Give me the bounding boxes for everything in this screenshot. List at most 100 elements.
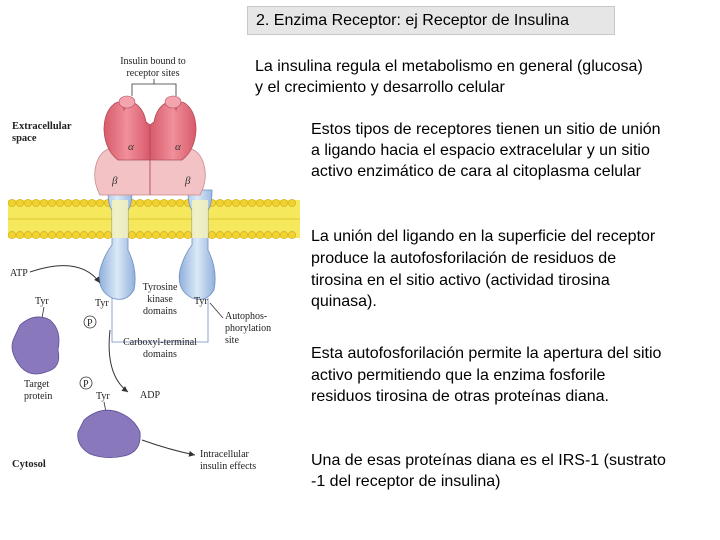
lipid-head (88, 231, 96, 239)
label-tyr-left: Tyr (95, 298, 109, 309)
lipid-head (152, 231, 160, 239)
lipid-head (240, 231, 248, 239)
lipid-head (256, 199, 264, 207)
lipid-head (96, 199, 104, 207)
label-autophos-3: site (225, 335, 239, 346)
label-insulin-bound-1: Insulin bound to (120, 56, 186, 67)
lipid-head (136, 199, 144, 207)
lipid-head (280, 199, 288, 207)
lipid-head (80, 199, 88, 207)
label-target-2: protein (24, 391, 52, 402)
lipid-head (56, 231, 64, 239)
adp-arrow (108, 329, 129, 393)
label-cytosol: Cytosol (12, 459, 46, 470)
intro-line-1: La insulina regula el metabolismo en gen… (255, 58, 643, 75)
label-ct-1: Carboxyl-terminal (123, 337, 197, 348)
lipid-head (176, 199, 184, 207)
lipid-head (288, 231, 296, 239)
label-p-1: P (87, 318, 93, 329)
lipid-head (64, 199, 72, 207)
lipid-head (232, 231, 240, 239)
lipid-head (288, 199, 296, 207)
insulin-bracket (131, 79, 177, 96)
bullet-3-line-3: residuos tirosina de otras proteínas dia… (311, 388, 609, 405)
lipid-head (48, 199, 56, 207)
lipid-head (216, 199, 224, 207)
receptor-ectodomain (94, 95, 206, 196)
slide-title: 2. Enzima Receptor: ej Receptor de Insul… (247, 6, 615, 35)
bullet-3-line-2: activo permitiendo que la enzima fosfori… (311, 367, 606, 384)
bullet-3-line-1: Esta autofosforilación permite la apertu… (311, 345, 662, 362)
label-beta-left: β (111, 175, 118, 187)
cell-membrane (8, 199, 300, 239)
lipid-head (48, 231, 56, 239)
label-tk-1: Tyrosine (143, 282, 178, 293)
bullet-2-line-3: tirosina en el sitio activo (actividad t… (311, 272, 610, 289)
lipid-head (216, 231, 224, 239)
lipid-head (176, 231, 184, 239)
lipid-head (16, 231, 24, 239)
lipid-head (152, 199, 160, 207)
lipid-head (40, 199, 48, 207)
label-adp: ADP (140, 390, 160, 401)
bullet-1-line-3: activo enzimático de cara al citoplasma … (311, 163, 641, 180)
lipid-head (248, 199, 256, 207)
lipid-head (280, 231, 288, 239)
lipid-head (104, 231, 112, 239)
lipid-head (184, 231, 192, 239)
label-extracellular-1: Extracellular (12, 121, 72, 132)
label-atp: ATP (10, 268, 28, 279)
lipid-head (256, 231, 264, 239)
lipid-head (88, 199, 96, 207)
bullet-2-line-4: quinasa). (311, 293, 377, 310)
lipid-head (24, 199, 32, 207)
bullet-4-line-1: Una de esas proteínas diana es el IRS-1 … (311, 452, 666, 469)
lipid-head (168, 231, 176, 239)
label-autophos-2: phorylation (225, 323, 271, 334)
label-target-1: Target (24, 379, 49, 390)
lipid-head (272, 199, 280, 207)
label-effects-1: Intracellular (200, 449, 250, 460)
label-tk-2: kinase (147, 294, 173, 305)
lipid-head (32, 199, 40, 207)
phosphate-icon (83, 315, 97, 329)
bullet-4-line-2: -1 del receptor de insulina) (311, 473, 501, 490)
label-alpha-right: α (175, 141, 181, 153)
effects-arrow (141, 439, 196, 457)
lipid-head (240, 199, 248, 207)
phosphorylated-protein-shape (77, 409, 141, 458)
lipid-head (56, 199, 64, 207)
label-ct-2: domains (143, 349, 177, 360)
lipid-head (224, 231, 232, 239)
lipid-head (136, 231, 144, 239)
lipid-head (8, 231, 16, 239)
lipid-head (8, 199, 16, 207)
transmembrane-domains (98, 189, 216, 300)
lipid-head (64, 231, 72, 239)
lipid-head (16, 199, 24, 207)
atp-arrow (29, 265, 101, 284)
lipid-head (168, 199, 176, 207)
lipid-head (72, 231, 80, 239)
label-effects-2: insulin effects (200, 461, 256, 472)
bullet-1-line-2: a ligando hacia el espacio extracelular … (311, 142, 650, 159)
insulin-receptor-figure: Insulin bound to receptor sites Extracel… (8, 56, 300, 472)
lipid-head (248, 231, 256, 239)
label-insulin-bound-2: receptor sites (126, 68, 179, 79)
label-extracellular-2: space (12, 133, 37, 144)
lipid-head (208, 231, 216, 239)
label-tyr-right: Tyr (194, 296, 208, 307)
lipid-head (24, 231, 32, 239)
lipid-head (264, 199, 272, 207)
lipid-head (128, 231, 136, 239)
label-p-2: P (83, 379, 89, 390)
label-tyr-target: Tyr (35, 296, 49, 307)
lipid-head (272, 231, 280, 239)
phosphate-icon-2 (79, 376, 93, 390)
lipid-head (160, 199, 168, 207)
lipid-head (264, 231, 272, 239)
label-tyr-product: Tyr (96, 391, 110, 402)
label-alpha-left: α (128, 141, 134, 153)
intro-line-2: y el crecimiento y desarrollo celular (255, 79, 505, 96)
lipid-head (144, 231, 152, 239)
